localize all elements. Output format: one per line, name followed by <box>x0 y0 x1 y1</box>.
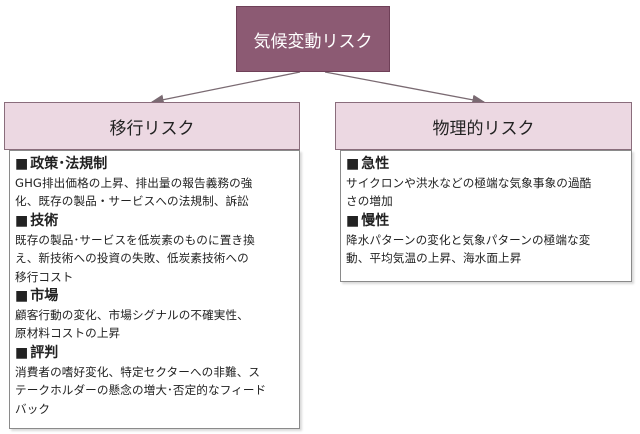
transition-risk-label: 移行リスク <box>109 118 195 139</box>
root-node-label: 気候変動リスク <box>253 31 373 52</box>
square-bullet-icon: ■ <box>346 212 360 229</box>
connector-to-physical-risk <box>324 71 486 105</box>
section-text: 顧客行動の変化、市場シグナルの不確実性、 原材料コストの上昇 <box>15 308 249 341</box>
connector-to-transition-risk <box>150 71 301 105</box>
physical-risk-body: ■急性 サイクロンや洪水などの極端な気象事象の過酷 さの増加 ■慢性 降水パター… <box>340 150 632 282</box>
physical-risk-label: 物理的リスク <box>432 118 535 139</box>
section-text: GHG排出価格の上昇、排出量の報告義務の強 化、既存の製品・サービスへの法規制、… <box>15 176 253 209</box>
section-title: ■政策･法規制 <box>15 156 108 172</box>
section-text: 降水パターンの変化と気象パターンの極端な変 動、平均気温の上昇、海水面上昇 <box>346 232 591 266</box>
square-bullet-icon: ■ <box>15 156 29 172</box>
section-title: ■市場 <box>15 288 59 305</box>
square-bullet-icon: ■ <box>15 344 29 361</box>
transition-risk-header: 移行リスク <box>4 102 300 150</box>
transition-risk-body: ■政策･法規制 GHG排出価格の上昇、排出量の報告義務の強 化、既存の製品・サー… <box>9 150 300 429</box>
section-title: ■技術 <box>15 212 59 229</box>
section-text: サイクロンや洪水などの極端な気象事象の過酷 さの増加 <box>346 176 592 209</box>
physical-risk-header: 物理的リスク <box>335 102 632 150</box>
section-title: ■急性 <box>346 156 390 172</box>
section-text: 消費者の嗜好変化、特定セクターへの非難、ス テークホルダーの懸念の増大･否定的な… <box>15 364 267 416</box>
section-title: ■慢性 <box>346 212 390 229</box>
section-text: 既存の製品･サービスを低炭素のものに置き換 え、新技術への投資の失敗、低炭素技術… <box>15 232 255 284</box>
root-node: 気候変動リスク <box>236 6 390 72</box>
square-bullet-icon: ■ <box>346 156 360 172</box>
square-bullet-icon: ■ <box>15 288 29 305</box>
square-bullet-icon: ■ <box>15 212 29 229</box>
section-title: ■評判 <box>15 344 59 361</box>
